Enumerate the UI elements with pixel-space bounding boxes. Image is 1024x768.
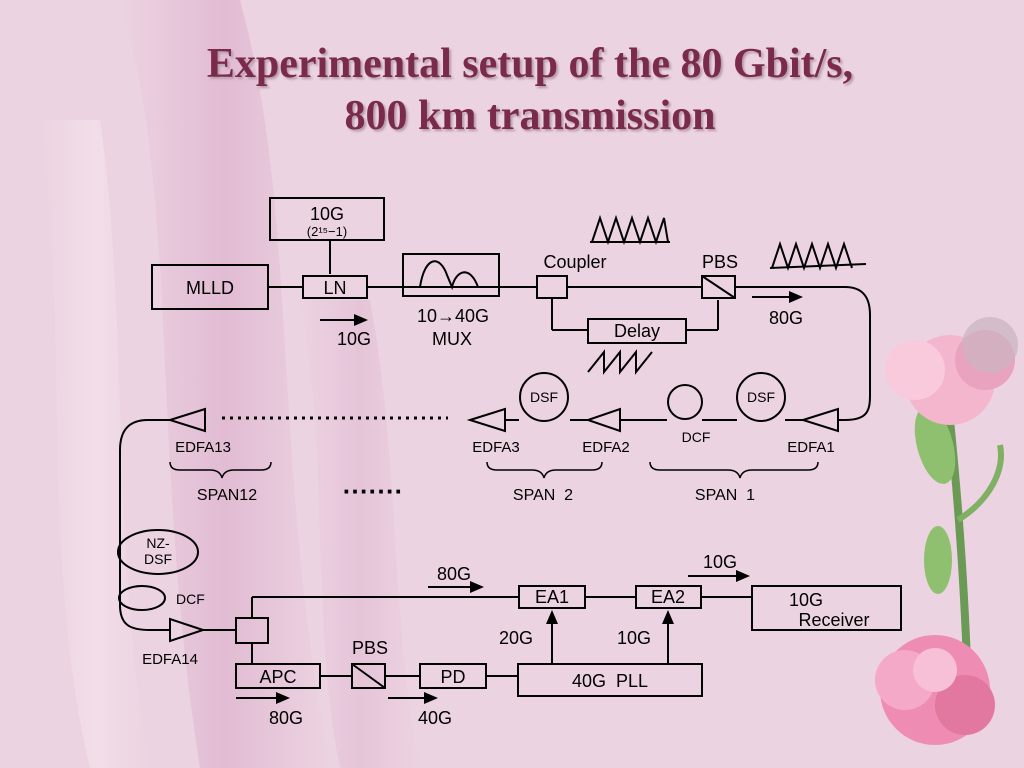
ellipsis-label: ·······	[343, 476, 404, 506]
mlld-label: MLLD	[186, 278, 234, 298]
rate-40g-bottom-label: 40G	[418, 708, 452, 728]
dcf-rx-label: DCF	[176, 591, 205, 607]
edfa13-amplifier-icon	[166, 407, 206, 433]
dsf-label: DSF	[747, 389, 775, 405]
dcf-coil-icon	[118, 585, 166, 611]
receiver-label: Receiver	[798, 610, 869, 630]
dsf-label: DSF	[530, 389, 558, 405]
edfa13-label: EDFA13	[175, 439, 231, 456]
title-line-1: Experimental setup of the 80 Gbit/s,	[206, 41, 854, 87]
pbs-tx-label: PBS	[702, 252, 738, 272]
title-line-2: 800 km transmission	[344, 93, 716, 139]
edfa1-amplifier-icon	[799, 407, 839, 433]
page-title: Experimental setup of the 80 Gbit/s, 800…	[0, 38, 1024, 142]
ea1-label: EA1	[535, 587, 569, 607]
mux-rate-label: 10→40G	[417, 306, 489, 326]
span2-brace	[486, 461, 603, 479]
span12-label: SPAN12	[197, 487, 257, 504]
edfa1-label: EDFA1	[787, 439, 835, 456]
span1-brace	[649, 461, 819, 479]
ea2-label: EA2	[651, 587, 685, 607]
rate-80g-rx-label: 80G	[437, 564, 471, 584]
rate-80g-bottom-label: 80G	[269, 708, 303, 728]
nzdsf-label-1: NZ-	[146, 535, 170, 551]
span1-label: SPAN 1	[695, 487, 755, 504]
rate-10g-input-label: 10G	[337, 329, 371, 349]
pd-label: PD	[440, 667, 465, 687]
edfa3-label: EDFA3	[472, 439, 520, 456]
pll-label: 40G PLL	[572, 671, 648, 691]
receiver-rate-label: 10G	[789, 590, 823, 610]
edfa2-label: EDFA2	[582, 439, 630, 456]
span12-brace	[169, 461, 272, 479]
apc-label: APC	[259, 667, 296, 687]
span2-label: SPAN 2	[513, 487, 573, 504]
prbs-label: 10G	[310, 204, 344, 224]
dcf-coil-icon	[667, 384, 703, 420]
dcf-span-label: DCF	[682, 429, 711, 445]
coupler-label: Coupler	[543, 252, 606, 272]
flower-decoration	[875, 317, 1018, 745]
dsf-coil-icon	[519, 372, 569, 422]
delay-label: Delay	[614, 321, 660, 341]
edfa2-amplifier-icon	[584, 407, 621, 433]
rate-10g-pll-label: 10G	[617, 628, 651, 648]
delayed-pulse-icon	[587, 349, 653, 375]
edfa14-label: EDFA14	[142, 651, 198, 668]
pulse-train-icon	[591, 214, 669, 246]
nzdsf-label-2: DSF	[144, 551, 172, 567]
nzdsf-coil-icon	[117, 529, 199, 575]
mux-filter-icon	[419, 260, 479, 291]
pbs-rx-label: PBS	[352, 638, 388, 658]
edfa3-amplifier-icon	[466, 407, 506, 433]
dsf-coil-icon	[736, 372, 786, 422]
rate-80g-tx-label: 80G	[769, 308, 803, 328]
rate-10g-output-label: 10G	[703, 552, 737, 572]
mux-label: MUX	[432, 329, 472, 349]
prbs-pattern-label: (2¹⁵−1)	[307, 224, 347, 239]
pulse-train-80g-icon	[771, 240, 853, 272]
ln-modulator-label: LN	[323, 278, 346, 298]
edfa14-amplifier-icon	[169, 617, 207, 643]
rate-20g-label: 20G	[499, 628, 533, 648]
